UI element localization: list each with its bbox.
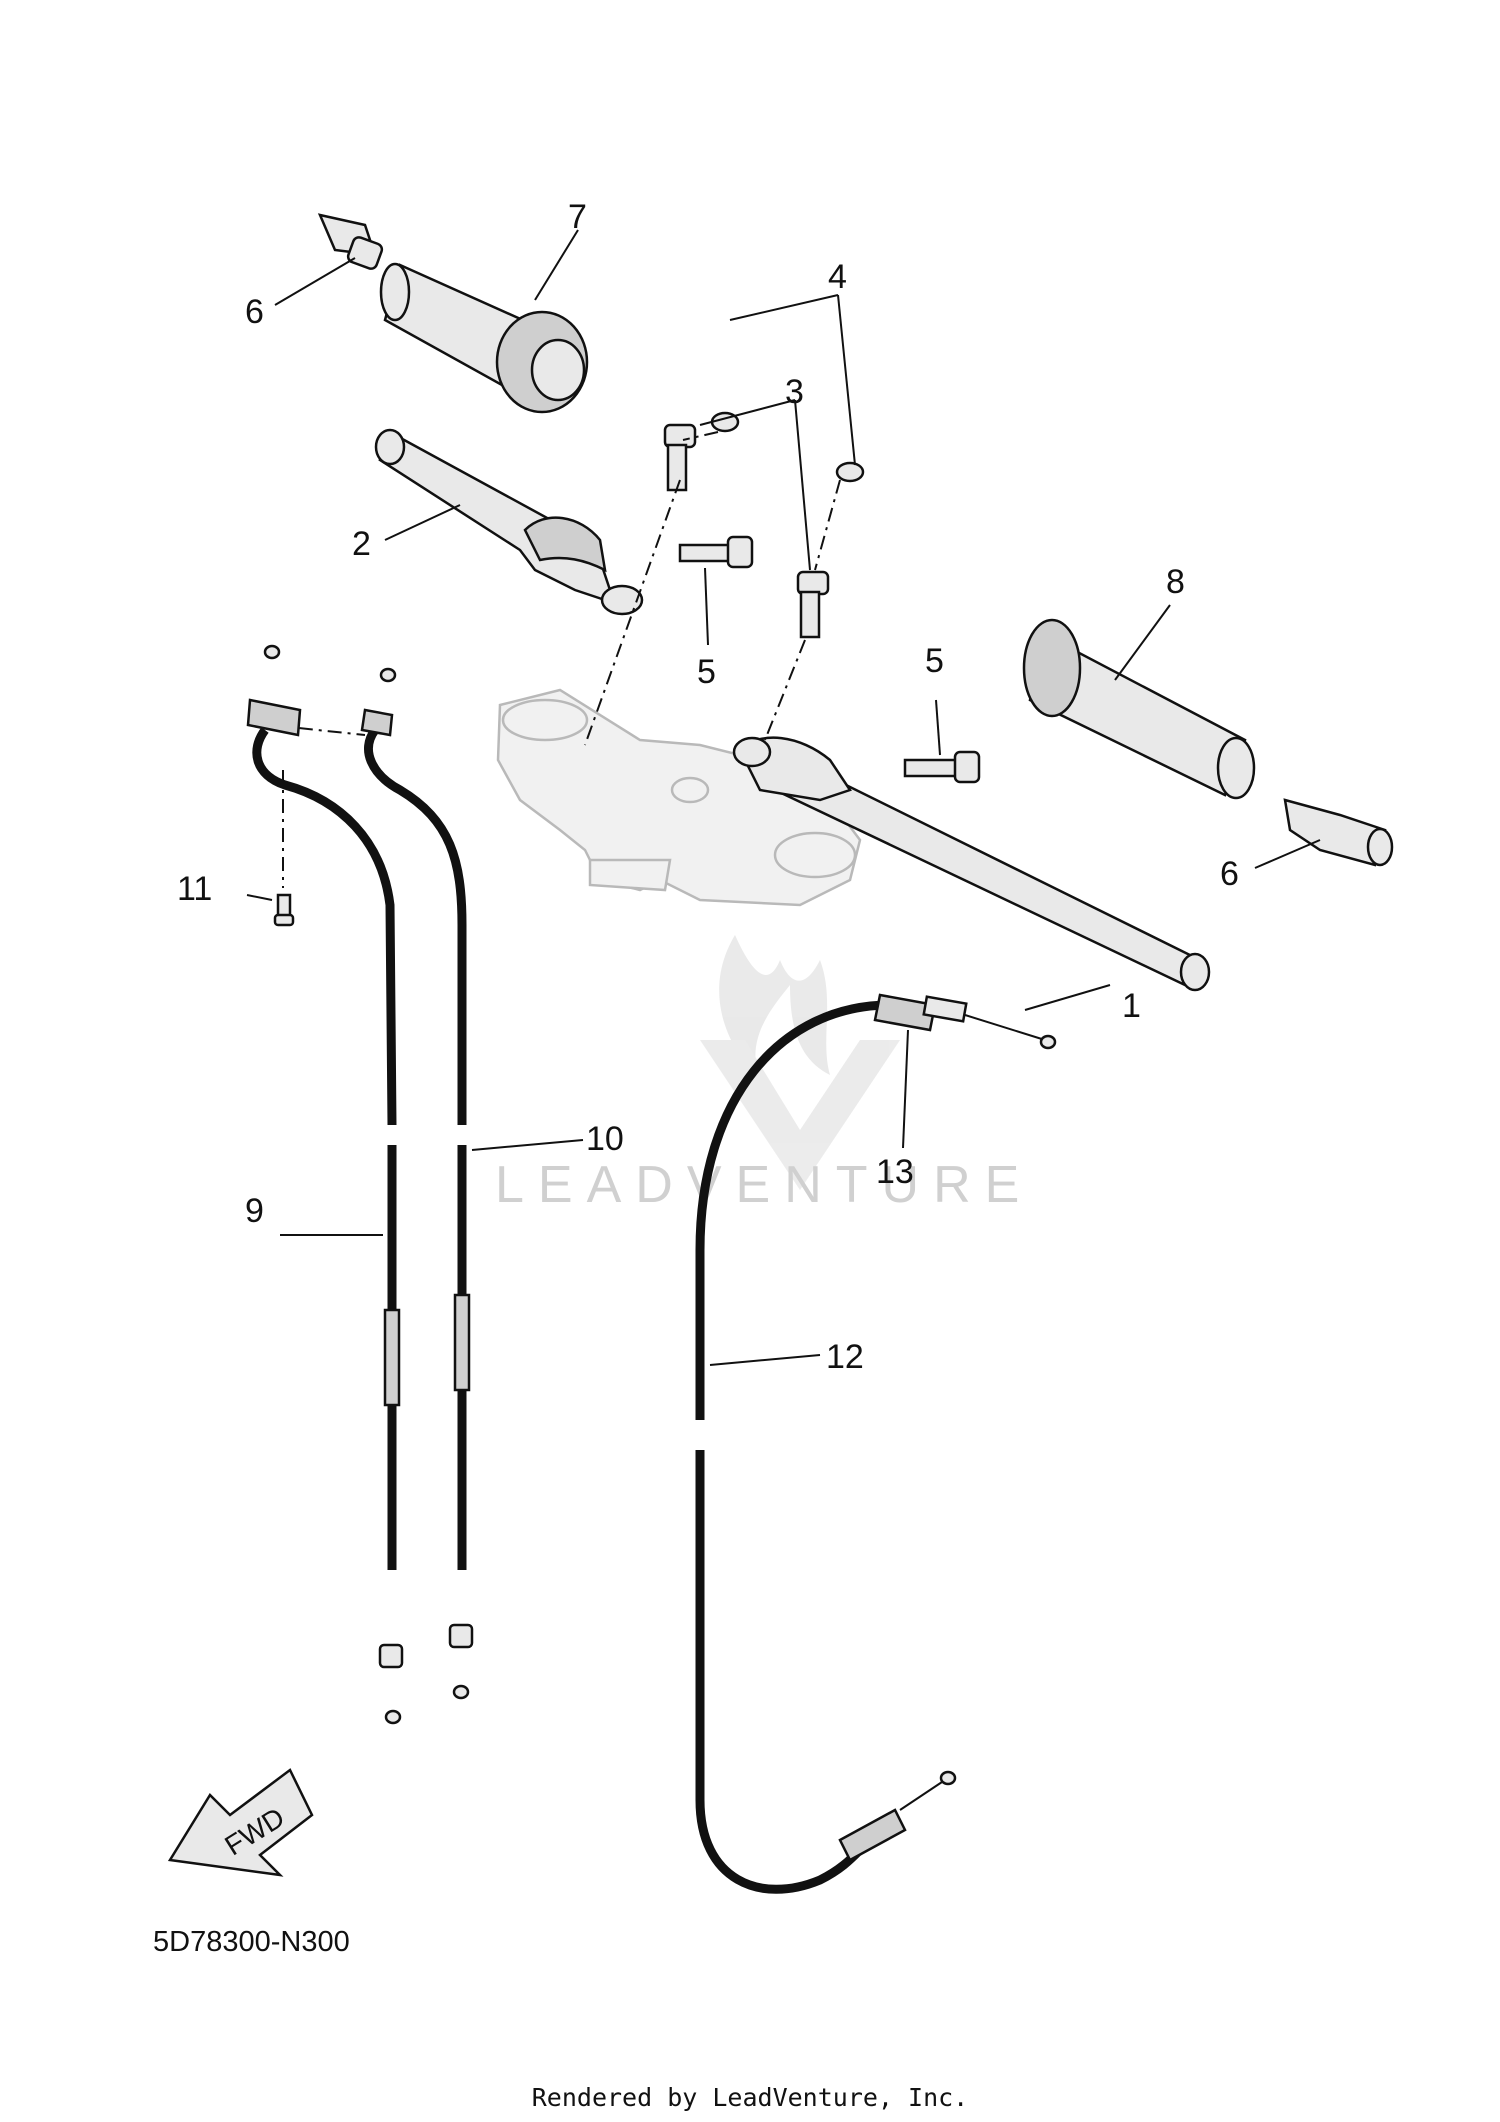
callouts: 1 2 3 4 5 5 6 6 7 8 9 10 11 12 13 — [177, 198, 1239, 1376]
footer-credit: Rendered by LeadVenture, Inc. — [531, 2083, 969, 2112]
throttle-cables — [246, 644, 474, 1725]
throttle-grip — [379, 262, 589, 414]
callout-6-top: 6 — [245, 293, 264, 331]
bar-end-weight-top — [317, 213, 384, 270]
callout-1: 1 — [1122, 987, 1141, 1025]
callout-5-right: 5 — [925, 642, 944, 680]
callout-2: 2 — [352, 525, 371, 563]
watermark-text: LEADVENTURE — [495, 1156, 1033, 1214]
callout-8: 8 — [1166, 563, 1185, 601]
callout-9: 9 — [245, 1192, 264, 1230]
triple-clamp — [496, 688, 862, 907]
callout-13: 13 — [876, 1153, 914, 1191]
callout-10: 10 — [586, 1120, 624, 1158]
left-handlebar — [374, 428, 644, 616]
callout-3: 3 — [785, 373, 804, 411]
right-handlebar — [732, 736, 1211, 992]
callout-5-left: 5 — [697, 653, 716, 691]
left-grip — [1022, 618, 1256, 800]
bolts-and-caps — [273, 411, 981, 927]
callout-4: 4 — [828, 258, 847, 296]
diagram-code: 5D78300-N300 — [153, 1926, 350, 1958]
assembly-lines — [269, 431, 841, 888]
bar-end-weight-bottom — [1283, 798, 1394, 867]
callout-leaders — [246, 229, 1321, 1366]
callout-7: 7 — [568, 198, 587, 236]
callout-12: 12 — [826, 1338, 864, 1376]
clutch-cable — [695, 993, 1057, 1894]
callout-6-bottom: 6 — [1220, 855, 1239, 893]
watermark-logo — [700, 935, 900, 1190]
fwd-arrow: FWD — [167, 1768, 314, 1877]
callout-11: 11 — [177, 870, 212, 908]
